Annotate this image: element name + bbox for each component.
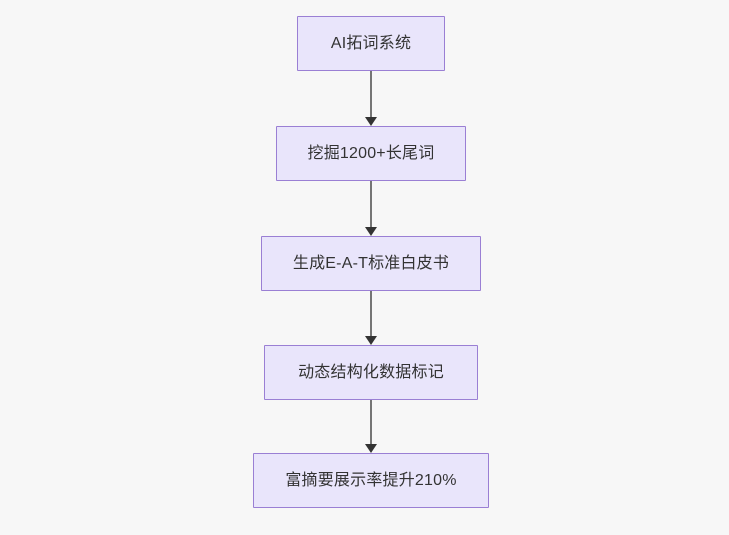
arrow-head-icon <box>365 444 377 453</box>
flow-node-mine-longtail-keywords[interactable]: 挖掘1200+长尾词 <box>276 126 466 181</box>
flow-edge-line-4 <box>370 400 372 445</box>
flow-node-label: 挖掘1200+长尾词 <box>307 144 435 162</box>
flow-node-label: 动态结构化数据标记 <box>298 363 444 381</box>
flow-node-label: 生成E-A-T标准白皮书 <box>292 254 450 272</box>
flow-edge-line-1 <box>370 71 372 118</box>
arrow-head-icon <box>365 117 377 126</box>
flow-node-rich-snippet-impression-lift[interactable]: 富摘要展示率提升210% <box>253 453 489 508</box>
arrow-head-icon <box>365 227 377 236</box>
flow-node-generate-eat-whitepaper[interactable]: 生成E-A-T标准白皮书 <box>261 236 481 291</box>
flow-edge-line-2 <box>370 181 372 228</box>
flow-node-dynamic-structured-data-markup[interactable]: 动态结构化数据标记 <box>264 345 478 400</box>
arrow-head-icon <box>365 336 377 345</box>
flow-node-label: 富摘要展示率提升210% <box>285 471 457 489</box>
flow-node-label: AI拓词系统 <box>330 34 412 52</box>
flow-edge-line-3 <box>370 291 372 337</box>
flow-node-ai-keyword-system[interactable]: AI拓词系统 <box>297 16 445 71</box>
